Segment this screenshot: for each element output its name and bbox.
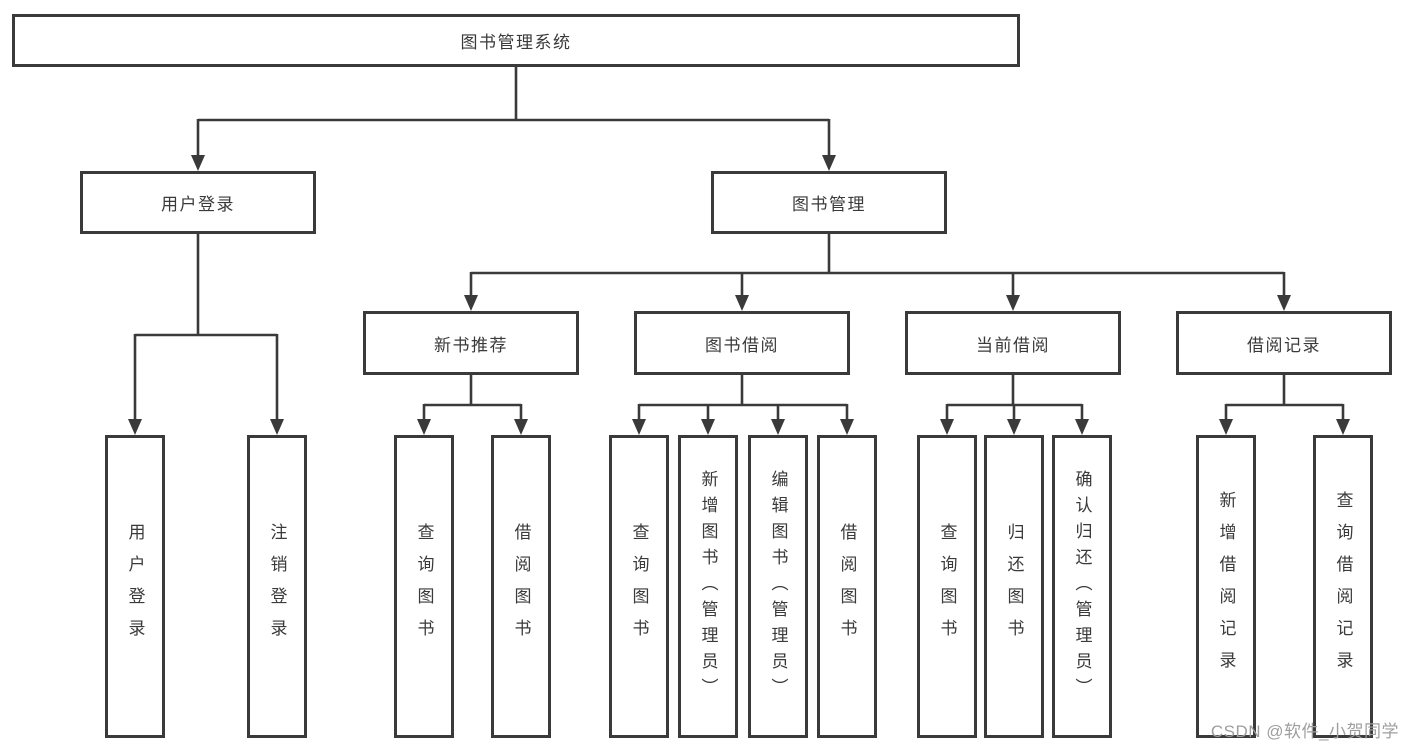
node-system-root-label: 图书管理系统	[460, 33, 572, 52]
leaf-current-confirm-return-admin-label: 确认归还（管理员）	[1072, 469, 1092, 704]
connector-newbook-to-leaves	[422, 374, 523, 421]
leaf-borrow-query-book-label: 查询图书	[629, 522, 649, 651]
node-user-login-label: 用户登录	[161, 195, 235, 214]
leaf-record-add-record: 新增借阅记录	[1196, 435, 1256, 738]
arrowhead	[464, 295, 478, 311]
arrowhead	[735, 295, 749, 311]
node-borrow-records-label: 借阅记录	[1247, 335, 1321, 355]
leaf-borrow-add-book-admin: 新增图书（管理员）	[678, 435, 738, 738]
leaf-newbook-borrow-book-label: 借阅图书	[511, 522, 531, 651]
node-borrow-records: 借阅记录	[1176, 311, 1392, 375]
arrowhead	[128, 419, 142, 435]
connector-bookmgmt-to-level3	[469, 233, 1286, 297]
arrowhead	[1219, 419, 1233, 435]
leaf-borrow-edit-book-admin-label: 编辑图书（管理员）	[768, 469, 788, 704]
node-book-management: 图书管理	[711, 171, 947, 234]
leaf-current-confirm-return-admin: 确认归还（管理员）	[1052, 435, 1112, 738]
connector-root-to-level2	[196, 66, 831, 157]
connector-borrow-to-leaves	[637, 374, 849, 421]
leaf-newbook-borrow-book: 借阅图书	[491, 435, 551, 738]
node-system-root: 图书管理系统	[12, 14, 1020, 67]
arrowhead	[270, 419, 284, 435]
watermark-text: CSDN @软件_小贺同学	[1210, 722, 1399, 741]
leaf-borrow-edit-book-admin: 编辑图书（管理员）	[748, 435, 808, 738]
arrowhead	[417, 419, 431, 435]
leaf-current-return-book-label: 归还图书	[1004, 522, 1024, 651]
leaf-record-query-record: 查询借阅记录	[1313, 435, 1373, 738]
node-new-book-recommend-label: 新书推荐	[434, 335, 508, 355]
arrowhead	[514, 419, 528, 435]
arrowhead	[840, 419, 854, 435]
leaf-user-login: 用户登录	[105, 435, 165, 738]
node-book-borrow-label: 图书借阅	[705, 335, 779, 355]
leaf-logout-login-label: 注销登录	[267, 522, 287, 651]
leaf-borrow-borrow-book-label: 借阅图书	[837, 522, 857, 651]
arrowhead	[822, 155, 836, 171]
leaf-borrow-query-book: 查询图书	[609, 435, 669, 738]
arrowhead	[771, 419, 785, 435]
node-current-borrow-label: 当前借阅	[976, 335, 1050, 355]
leaf-record-add-record-label: 新增借阅记录	[1216, 490, 1236, 683]
connector-userlogin-to-leaves	[133, 233, 279, 421]
connector-current-to-leaves	[945, 374, 1084, 421]
arrowhead	[632, 419, 646, 435]
node-book-management-label: 图书管理	[792, 195, 866, 214]
leaf-newbook-query-book: 查询图书	[394, 435, 454, 738]
leaf-current-query-book-label: 查询图书	[937, 522, 957, 651]
leaf-user-login-label: 用户登录	[125, 522, 145, 651]
arrowhead	[1277, 295, 1291, 311]
connector-records-to-leaves	[1224, 374, 1345, 421]
leaf-newbook-query-book-label: 查询图书	[414, 522, 434, 651]
node-current-borrow: 当前借阅	[905, 311, 1121, 375]
arrowhead	[1007, 419, 1021, 435]
leaf-borrow-add-book-admin-label: 新增图书（管理员）	[698, 469, 718, 704]
arrowhead	[1075, 419, 1089, 435]
arrowhead	[701, 419, 715, 435]
leaf-record-query-record-label: 查询借阅记录	[1333, 490, 1353, 683]
node-new-book-recommend: 新书推荐	[363, 311, 579, 375]
arrowhead	[1006, 295, 1020, 311]
arrowhead	[940, 419, 954, 435]
leaf-borrow-borrow-book: 借阅图书	[817, 435, 877, 738]
leaf-logout-login: 注销登录	[247, 435, 307, 738]
leaf-current-return-book: 归还图书	[984, 435, 1044, 738]
node-book-borrow: 图书借阅	[634, 311, 850, 375]
arrowhead	[191, 155, 205, 171]
leaf-current-query-book: 查询图书	[917, 435, 977, 738]
node-user-login: 用户登录	[80, 171, 316, 234]
arrowhead	[1336, 419, 1350, 435]
